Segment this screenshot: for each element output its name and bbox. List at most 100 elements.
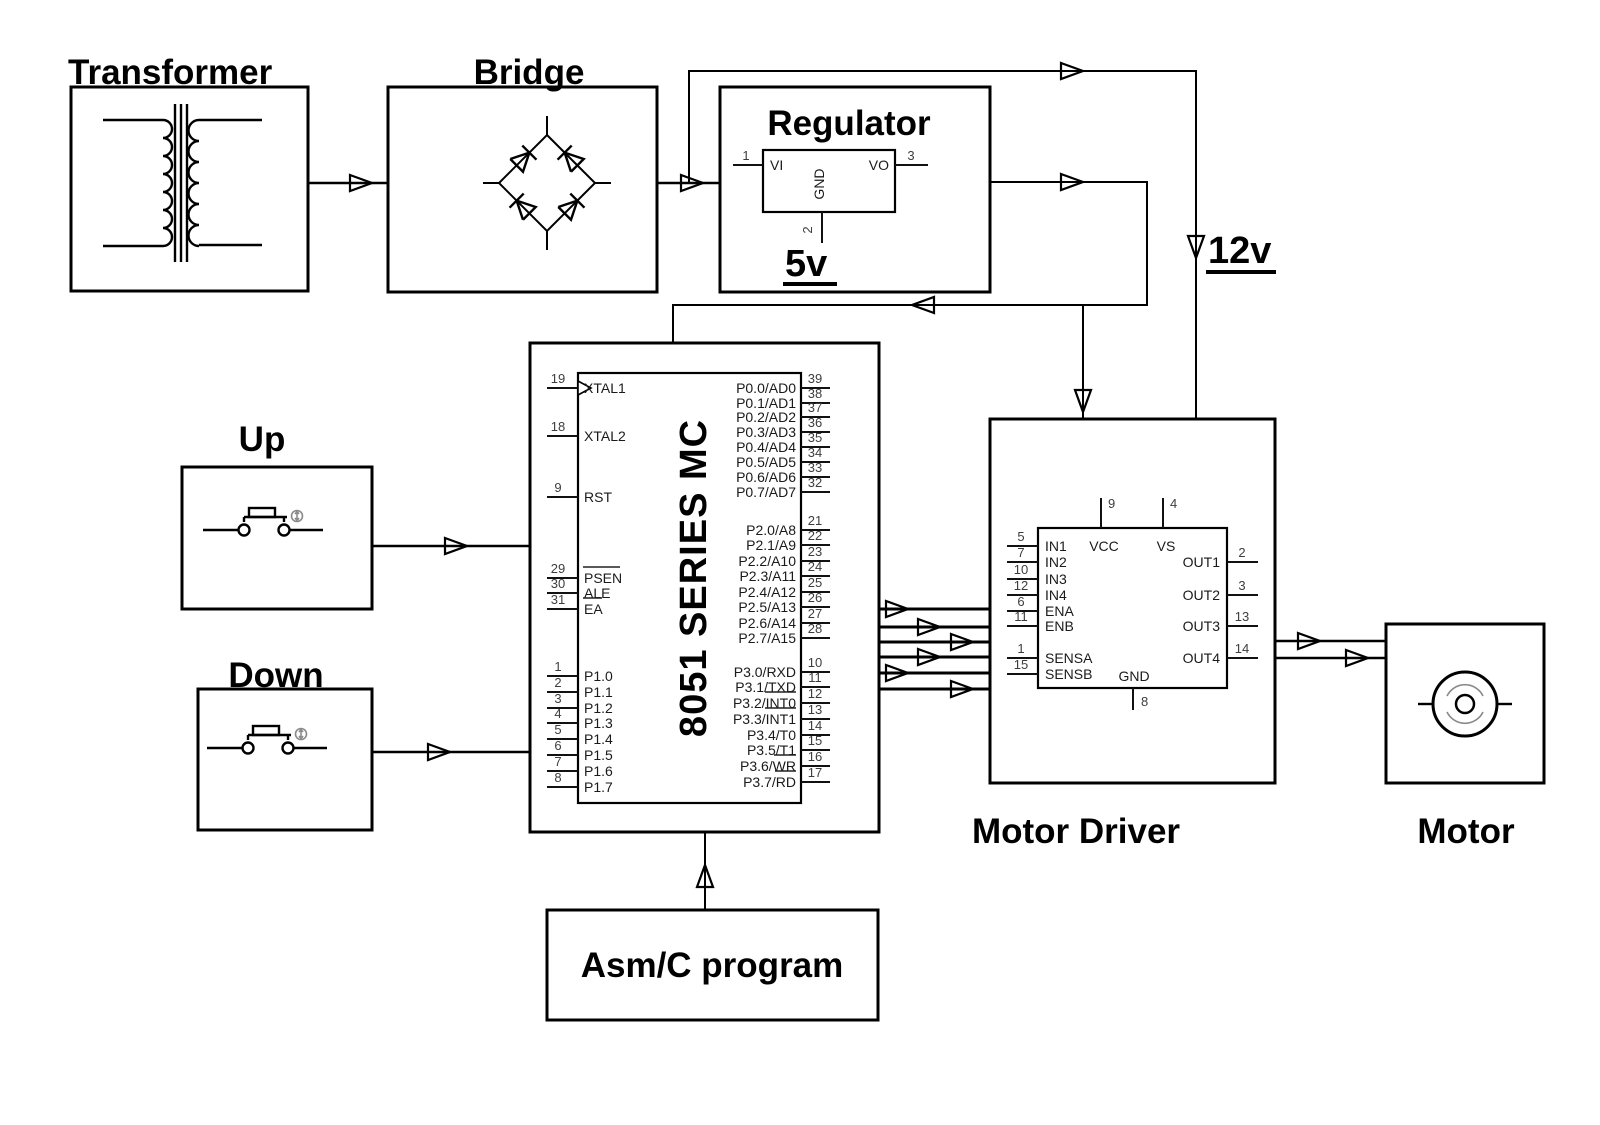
svg-text:11: 11 — [808, 670, 822, 685]
pin-row: 36 P0.3/AD3 — [736, 415, 830, 440]
pin-row: 6 P1.5 — [547, 738, 613, 763]
svg-text:P2.0/A8: P2.0/A8 — [746, 522, 796, 538]
rail-5v-label: 5v — [785, 243, 827, 285]
svg-text:13: 13 — [1235, 609, 1249, 624]
svg-text:EA: EA — [584, 601, 603, 617]
regulator-gnd-label: GND — [811, 168, 827, 199]
driver-top-pins: 9 VCC 4 VS — [1089, 496, 1177, 554]
pin-row: 29 PSEN — [547, 561, 622, 586]
pin-row: 35 P0.4/AD4 — [736, 430, 830, 455]
pin-row: 30 ALE — [547, 576, 610, 601]
svg-text:P0.3/AD3: P0.3/AD3 — [736, 424, 796, 440]
svg-text:27: 27 — [808, 606, 822, 621]
svg-text:4: 4 — [1170, 496, 1177, 511]
svg-text:P1.0: P1.0 — [584, 668, 613, 684]
svg-text:34: 34 — [808, 445, 822, 460]
svg-text:P1.1: P1.1 — [584, 684, 613, 700]
svg-text:3: 3 — [554, 691, 561, 706]
svg-text:7: 7 — [554, 754, 561, 769]
bridge-box — [386, 85, 659, 294]
pin-row: 19 XTAL1 — [547, 371, 626, 396]
up-button-box — [180, 465, 374, 611]
svg-text:6: 6 — [1017, 594, 1024, 609]
svg-text:P3.4/T0: P3.4/T0 — [747, 727, 796, 743]
regulator-pin3-number: 3 — [907, 148, 914, 163]
wires — [308, 70, 1386, 910]
pin-row: 26 P2.5/A13 — [738, 590, 830, 615]
pin-row: 15 SENSB — [1007, 657, 1092, 682]
regulator-pins: 1 VI 3 VO GND 2 — [733, 148, 928, 243]
svg-text:IN1: IN1 — [1045, 538, 1067, 554]
pin-row: 33 P0.6/AD6 — [736, 460, 830, 485]
svg-text:17: 17 — [808, 765, 822, 780]
mcu-left-top-pins: 19 XTAL1 18 XTAL2 9 RST 29 PSEN 30 ALE 3… — [547, 371, 626, 617]
pin-row: 15 P3.5/T1 — [747, 733, 830, 758]
pin-row: 34 P0.5/AD5 — [736, 445, 830, 470]
svg-text:P3.1/TXD: P3.1/TXD — [735, 679, 796, 695]
transformer-title: Transformer — [68, 53, 273, 92]
motor-driver-title: Motor Driver — [972, 812, 1180, 851]
pin-row: 14 P3.4/T0 — [747, 718, 830, 743]
mcu-chip — [576, 371, 803, 805]
pin-row: 31 EA — [547, 592, 603, 617]
pin-row: 4 VS — [1157, 496, 1178, 554]
svg-text:P1.5: P1.5 — [584, 747, 613, 763]
svg-text:P0.2/AD2: P0.2/AD2 — [736, 409, 796, 425]
pin-row: 13 OUT3 — [1183, 609, 1258, 634]
pin-row: 27 P2.6/A14 — [738, 606, 830, 631]
svg-text:15: 15 — [1014, 657, 1028, 672]
regulator-pin2-number: 2 — [800, 226, 815, 233]
pin-row: 3 OUT2 — [1183, 578, 1258, 603]
pin-row: 13 P3.3/INT1 — [733, 702, 830, 727]
svg-text:P2.3/A11: P2.3/A11 — [739, 568, 796, 584]
pin-row: 3 P1.2 — [547, 691, 613, 716]
pin-row: 37 P0.2/AD2 — [736, 400, 830, 425]
regulator-vi-label: VI — [770, 157, 783, 173]
svg-text:32: 32 — [808, 475, 822, 490]
svg-text:GND: GND — [1118, 668, 1149, 684]
pin-row: 9 VCC — [1089, 496, 1119, 554]
svg-text:14: 14 — [1235, 641, 1249, 656]
svg-text:24: 24 — [808, 559, 822, 574]
svg-text:OUT3: OUT3 — [1183, 618, 1221, 634]
pin-row: 10 IN3 — [1007, 562, 1067, 587]
pin-row: 1 SENSA — [1007, 641, 1093, 666]
motor-driver-chip — [1036, 526, 1229, 690]
wire-12v-rail — [688, 70, 1197, 419]
regulator-chip — [761, 148, 897, 214]
active-low-overlines — [583, 566, 796, 772]
svg-text:IN2: IN2 — [1045, 554, 1067, 570]
pin-row: 24 P2.3/A11 — [739, 559, 830, 584]
svg-text:P1.4: P1.4 — [584, 731, 613, 747]
transformer-icon — [103, 104, 262, 262]
pin-row: 14 OUT4 — [1183, 641, 1258, 666]
svg-text:2: 2 — [1238, 545, 1245, 560]
svg-text:23: 23 — [808, 544, 822, 559]
driver-right-pins: 2 OUT1 3 OUT2 13 OUT3 14 OUT4 — [1183, 545, 1258, 666]
svg-text:22: 22 — [808, 528, 822, 543]
svg-text:ENB: ENB — [1045, 618, 1074, 634]
pin-row: 22 P2.1/A9 — [746, 528, 830, 553]
mcu-right-p3-pins: 10 P3.0/RXD 11 P3.1/TXD 12 P3.2/INT0 13 … — [733, 655, 830, 790]
pin-row: 2 P1.1 — [547, 675, 613, 700]
up-title: Up — [239, 420, 286, 459]
svg-text:28: 28 — [808, 621, 822, 636]
svg-text:13: 13 — [808, 702, 822, 717]
svg-text:OUT4: OUT4 — [1183, 650, 1221, 666]
svg-text:OUT1: OUT1 — [1183, 554, 1221, 570]
svg-text:11: 11 — [1014, 609, 1028, 624]
svg-text:P2.7/A15: P2.7/A15 — [738, 630, 796, 646]
down-button-box — [196, 687, 374, 832]
svg-text:30: 30 — [551, 576, 565, 591]
svg-text:IN4: IN4 — [1045, 587, 1067, 603]
pin-row: 5 IN1 — [1007, 529, 1067, 554]
svg-text:1: 1 — [1017, 641, 1024, 656]
wire-5v-to-mcu — [672, 181, 1148, 343]
pin-row: 1 P1.0 — [547, 659, 613, 684]
pin-row: 32 P0.7/AD7 — [736, 475, 830, 500]
pin-row: 11 ENB — [1007, 609, 1074, 634]
svg-text:3: 3 — [1238, 578, 1245, 593]
svg-text:14: 14 — [808, 718, 822, 733]
